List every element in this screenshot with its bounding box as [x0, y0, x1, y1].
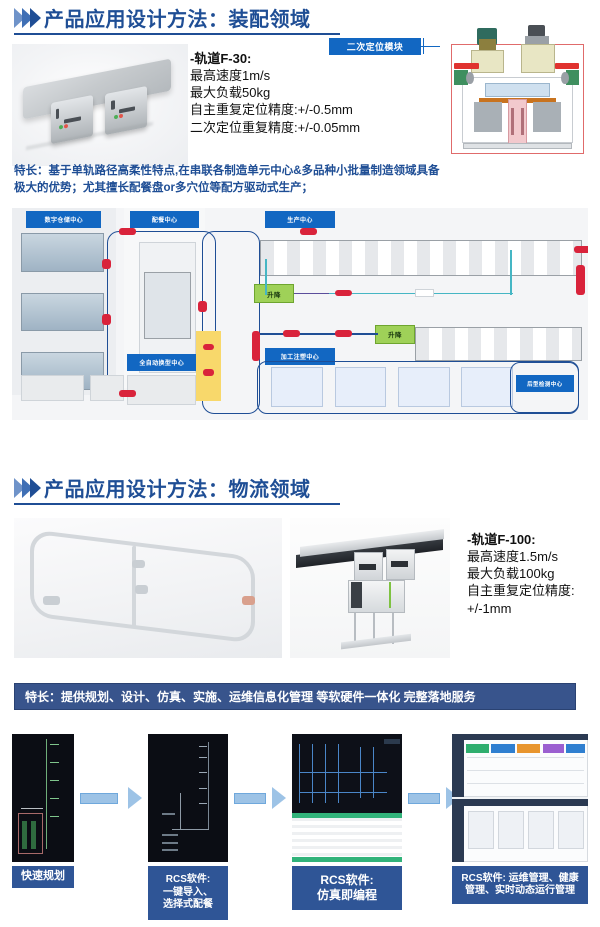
chevron-group-icon [14, 478, 41, 501]
chevron-right-icon [30, 8, 41, 28]
workflow-arrow-1-icon [80, 787, 142, 809]
workflow-caption-rcs-simulation: RCS软件: 仿真即编程 [292, 866, 402, 910]
product-photo-f30 [12, 44, 188, 166]
section-heading-logistics: 产品应用设计方法：物流领域 [14, 478, 311, 501]
spec-line: 自主重复定位精度: [467, 583, 575, 599]
section-title: 产品应用设计方法：装配领域 [44, 9, 311, 31]
rail-trunk-vertical [202, 231, 260, 414]
diagram-label-changeover: 全自动换型中心 [127, 354, 197, 372]
molding-cell [271, 367, 324, 408]
workflow-caption-rcs-operations: RCS软件: 运维管理、健康 管理、实时动态运行管理 [452, 866, 588, 904]
molding-cell [334, 367, 387, 408]
changeover-photo [127, 375, 197, 406]
machine-cross-section-diagram [440, 22, 595, 160]
spec-line: 最大负载50kg [190, 85, 271, 101]
chevron-group-icon [14, 8, 41, 31]
section-heading-assembly: 产品应用设计方法：装配领域 [14, 8, 311, 31]
diagram-label-lift-2: 升降 [374, 324, 416, 344]
changeover-corridor [196, 330, 221, 401]
spec-title: -轨道F-100: [467, 532, 536, 547]
product-photo-rail-frame [14, 518, 282, 658]
section-title: 产品应用设计方法：物流领域 [44, 479, 311, 501]
spec-line: 最高速度1.5m/s [467, 549, 559, 565]
workflow-caption-planning: 快速规划 [12, 866, 74, 888]
callout-secondary-positioning-module: 二次定位模块 [329, 38, 421, 55]
diagram-label-production: 生产中心 [265, 211, 335, 229]
feature-paragraph-assembly: 特长：基于单轨路径高柔性特点,在串联各制造单元中心&多品种小批量制造领域具备 极… [14, 163, 589, 198]
chevron-right-icon [22, 8, 33, 28]
spec-block-f100: -轨道F-100: 最高速度1.5m/s 最大负载100kg 自主重复定位精度:… [467, 531, 597, 617]
factory-layout-diagram: 数字仓储中心 配餐中心 全自动换型中心 生产中心 升降 升降 [12, 208, 588, 420]
feature-line: 极大的优势；尤其擅长配餐盘or多穴位等配方驱动式生产； [14, 182, 313, 195]
rail-joint [43, 596, 60, 605]
rail-joint [134, 585, 148, 594]
chevron-right-icon [30, 478, 41, 498]
diagram-label-molding: 加工注塑中心 [265, 347, 335, 365]
spec-block-f30: -轨道F-30: 最高速度1m/s 最大负载50kg 自主重复定位精度:+/-0… [190, 50, 390, 136]
production-line-upper [259, 239, 583, 276]
diagram-label-warehouse: 数字仓储中心 [26, 211, 102, 229]
workflow-image-rcs-operations [452, 734, 588, 862]
diagram-label-lift-1: 升降 [253, 284, 295, 304]
section-rule [14, 503, 340, 505]
robot-deck [22, 58, 171, 120]
molding-cell [397, 367, 450, 408]
spec-line: 自主重复定位精度:+/-0.5mm [190, 102, 353, 118]
diagram-label-kitting: 配餐中心 [130, 211, 200, 229]
section-rule [14, 33, 340, 35]
rail-joint [131, 560, 146, 569]
workflow-caption-rcs-import: RCS软件: 一键导入、 选择式配餐 [148, 866, 228, 920]
warehouse-rack [20, 292, 105, 331]
equipment-photo [20, 375, 84, 401]
chevron-right-icon [14, 8, 25, 28]
rail-joint [241, 596, 256, 605]
spec-line: 最大负载100kg [467, 566, 555, 582]
callout-leader-line [421, 46, 447, 48]
warehouse-rack [20, 233, 105, 272]
chevron-right-icon [22, 478, 33, 498]
spec-line: 最高速度1m/s [190, 68, 271, 84]
spec-line: 二次定位重复精度:+/-0.05mm [190, 119, 361, 135]
molding-cell [461, 367, 514, 408]
kitting-cell [144, 271, 191, 340]
gantry-base [341, 634, 412, 650]
inspection-zone-outline [510, 361, 580, 413]
workflow-image-planning [12, 734, 74, 862]
feature-bar-logistics: 特长：提供规划、设计、仿真、实施、运维信息化管理 等软硬件一体化 完整落地服务 [14, 683, 576, 710]
spec-title: -轨道F-30: [190, 51, 252, 66]
diagram-label-inspection: 后型检测中心 [516, 375, 574, 393]
workflow-image-rcs-simulation [292, 734, 402, 862]
spec-line: +/-1mm [467, 600, 512, 616]
equipment-photo [89, 375, 125, 401]
feature-line: 特长：基于单轨路径高柔性特点,在串联各制造单元中心&多品种小批量制造领域具备 [14, 165, 440, 177]
workflow-arrow-2-icon [234, 787, 286, 809]
callout-leader-tick [423, 38, 425, 54]
workflow-image-rcs-import [148, 734, 228, 862]
chevron-right-icon [14, 478, 25, 498]
production-line-lower [415, 326, 583, 361]
product-photo-f100-gantry [290, 518, 450, 658]
